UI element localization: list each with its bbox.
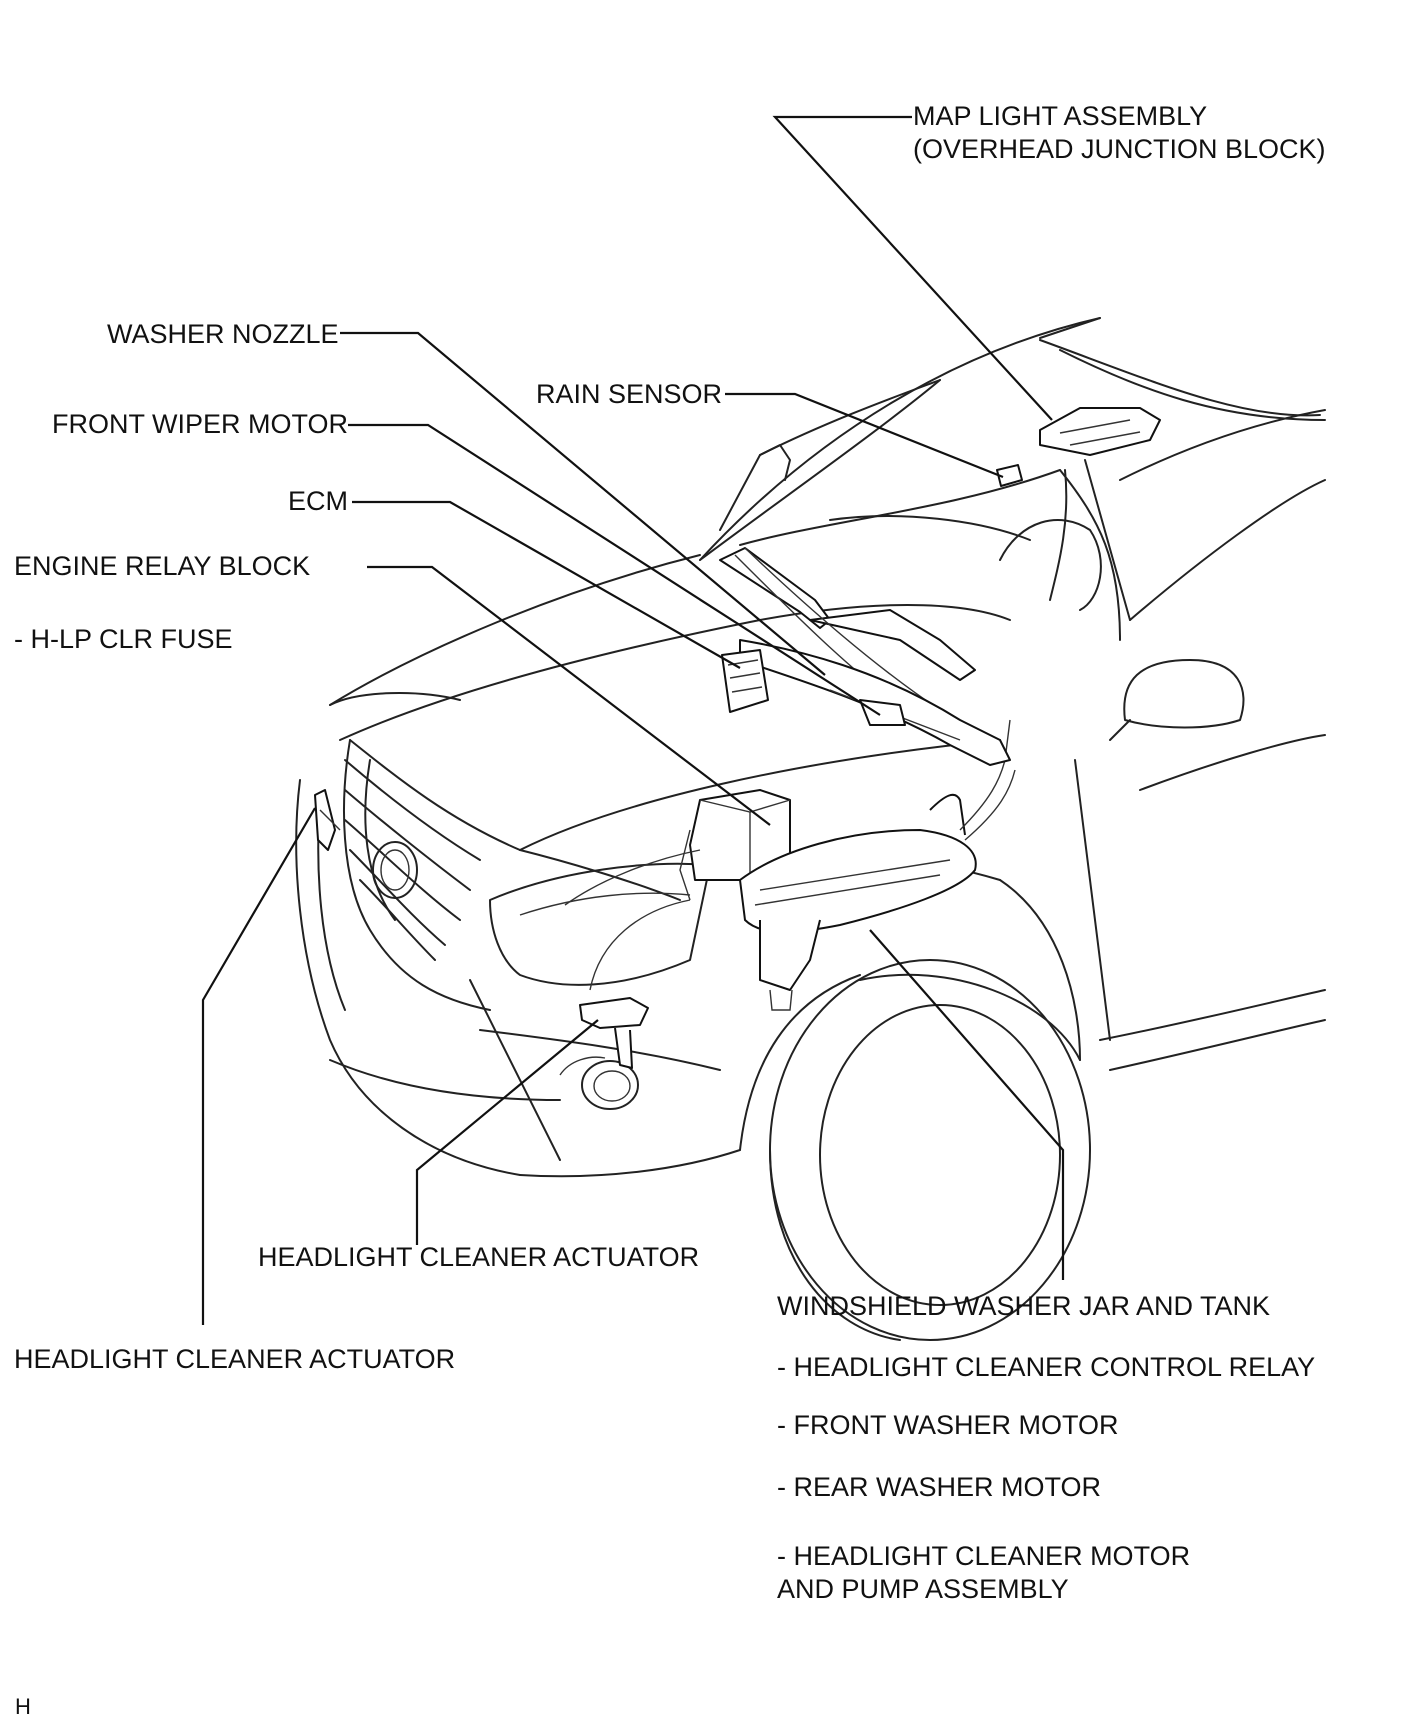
leader-lines (201, 115, 1065, 1325)
label-washer-nozzle: WASHER NOZZLE (107, 319, 339, 349)
corner-mark: H (15, 1694, 31, 1719)
label-rear-washer-motor: - REAR WASHER MOTOR (777, 1472, 1102, 1502)
leader-rain-sensor (725, 392, 1004, 479)
label-headlight-cleaner-control-relay: - HEADLIGHT CLEANER CONTROL RELAY (777, 1352, 1316, 1382)
leader-front-wiper-motor (348, 423, 881, 716)
label-windshield-washer-jar: WINDSHIELD WASHER JAR AND TANK (777, 1291, 1271, 1321)
label-rain-sensor: RAIN SENSOR (536, 379, 723, 409)
label-headlight-cleaner-motor: - HEADLIGHT CLEANER MOTOR (777, 1541, 1191, 1571)
label-front-wiper-motor: FRONT WIPER MOTOR (52, 409, 348, 439)
label-headlight-cleaner-actuator-right: HEADLIGHT CLEANER ACTUATOR (258, 1242, 700, 1272)
label-headlight-cleaner-actuator-left: HEADLIGHT CLEANER ACTUATOR (14, 1344, 456, 1374)
label-hlp-clr-fuse: - H-LP CLR FUSE (14, 624, 233, 654)
vehicle-outline (295, 317, 1326, 1341)
leader-headlight-cleaner-actuator-right (415, 1019, 599, 1245)
label-front-washer-motor: - FRONT WASHER MOTOR (777, 1410, 1119, 1440)
leader-headlight-cleaner-actuator-left (201, 807, 316, 1325)
label-pump-assembly: AND PUMP ASSEMBLY (777, 1574, 1069, 1604)
leader-washer-jar (869, 929, 1065, 1280)
leader-washer-nozzle (340, 331, 826, 676)
leader-map-light (772, 115, 1053, 421)
leader-ecm (352, 500, 741, 669)
label-overhead-junction-block: (OVERHEAD JUNCTION BLOCK) (913, 134, 1326, 164)
label-ecm: ECM (288, 486, 348, 516)
label-map-light-assembly: MAP LIGHT ASSEMBLY (913, 101, 1208, 131)
leader-engine-relay-block (367, 565, 771, 826)
label-engine-relay-block: ENGINE RELAY BLOCK (14, 551, 311, 581)
